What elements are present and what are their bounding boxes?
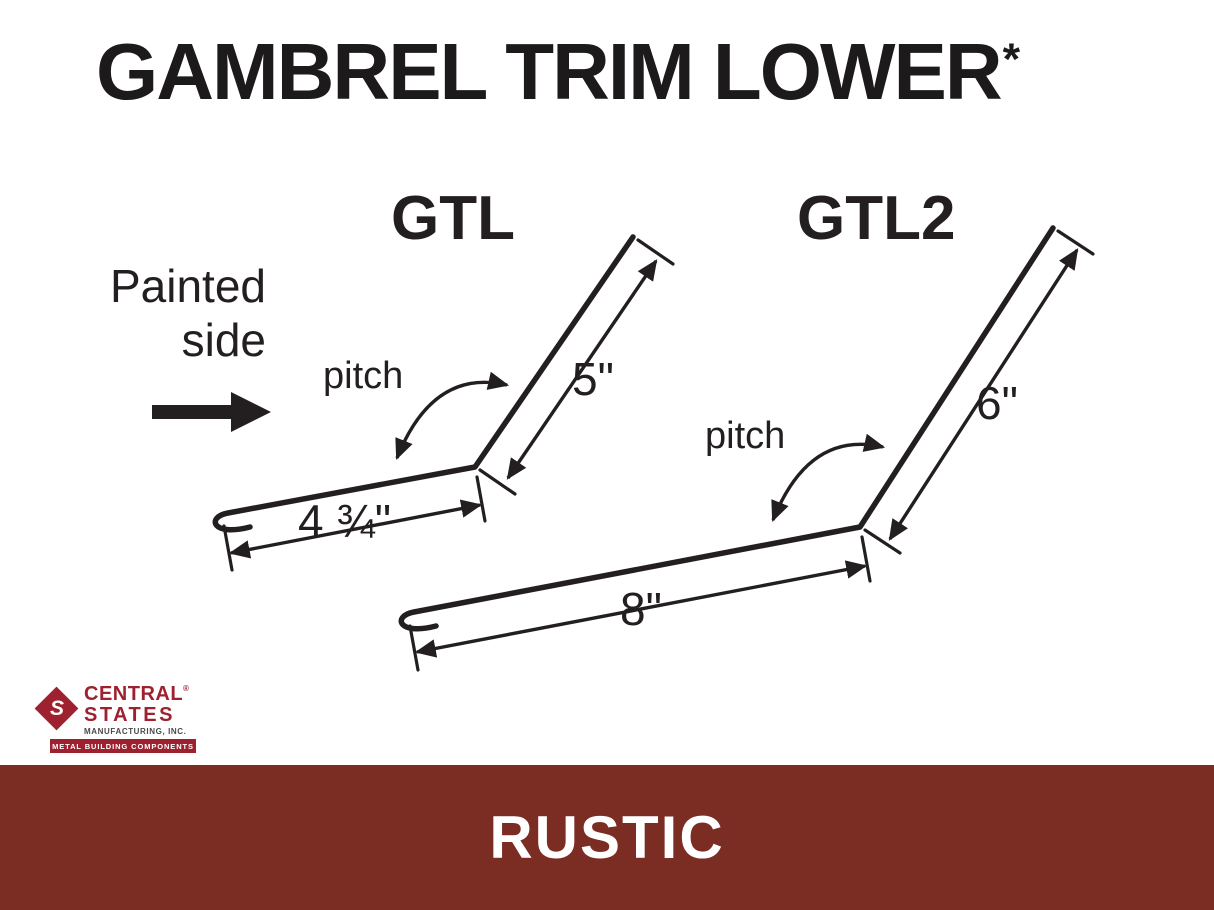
title-asterisk: * <box>1002 34 1020 85</box>
gtl-pitch-arc-arrow <box>395 371 510 461</box>
painted-side-line1: Painted <box>109 260 266 312</box>
gtl-bend-tick-lower <box>475 475 487 523</box>
logo-row: S CENTRAL® STATES MANUFACTURING, INC. <box>33 684 203 736</box>
gtl-pitch-label: pitch <box>323 355 404 397</box>
logo-subtitle: MANUFACTURING, INC. <box>84 727 187 736</box>
gtl-bend-tick-upper <box>478 468 517 496</box>
gtl2-left-tick <box>408 624 420 672</box>
logo-tagline-bar: METAL BUILDING COMPONENTS <box>50 739 196 753</box>
central-states-logo: S CENTRAL® STATES MANUFACTURING, INC. ME… <box>33 684 203 753</box>
logo-name-line1: CENTRAL® <box>84 684 189 704</box>
gtl2-pitch-arc-arrow <box>771 433 886 523</box>
title-text: GAMBREL TRIM LOWER <box>96 27 1003 116</box>
logo-monogram: S <box>49 697 64 720</box>
gtl2-lower-dim-label: 8" <box>620 583 662 635</box>
gtl2-upper-dim-label: 6" <box>976 377 1018 429</box>
gtl2-bend-tick-lower <box>860 535 872 583</box>
finish-name-label: RUSTIC <box>489 804 725 871</box>
logo-central-text: CENTRAL <box>84 683 184 705</box>
registered-mark: ® <box>183 684 190 693</box>
logo-wordmark: CENTRAL® STATES MANUFACTURING, INC. <box>84 684 189 736</box>
gtl2-upper-dimension-arrow <box>888 248 1079 541</box>
profile-label-gtl: GTL <box>391 184 515 253</box>
gtl2-top-tick <box>1056 229 1095 256</box>
profile-label-gtl2: GTL2 <box>797 184 956 253</box>
logo-diamond-icon: S <box>33 684 81 734</box>
painted-side-line2: side <box>181 313 266 366</box>
gtl2-lower-dimension-arrow <box>414 560 868 658</box>
logo-name-line2: STATES <box>84 704 175 726</box>
gtl-top-tick <box>636 238 675 266</box>
footer-banner: RUSTIC <box>0 765 1214 910</box>
gtl-upper-dimension-arrow <box>506 259 658 480</box>
gtl-profile-line <box>212 234 636 533</box>
gtl2-bend-tick-upper <box>863 528 902 555</box>
gtl2-pitch-label: pitch <box>705 415 786 457</box>
painted-side-note: Painted side <box>48 260 266 368</box>
gtl-lower-dim-label: 4 ¾" <box>298 495 392 547</box>
gtl-left-tick <box>222 524 234 572</box>
painted-side-arrow-icon <box>152 392 271 432</box>
page-title: GAMBREL TRIM LOWER* <box>96 26 1020 118</box>
gtl-upper-dim-label: 5" <box>572 353 614 405</box>
gtl-lower-dimension-arrow <box>228 499 483 559</box>
